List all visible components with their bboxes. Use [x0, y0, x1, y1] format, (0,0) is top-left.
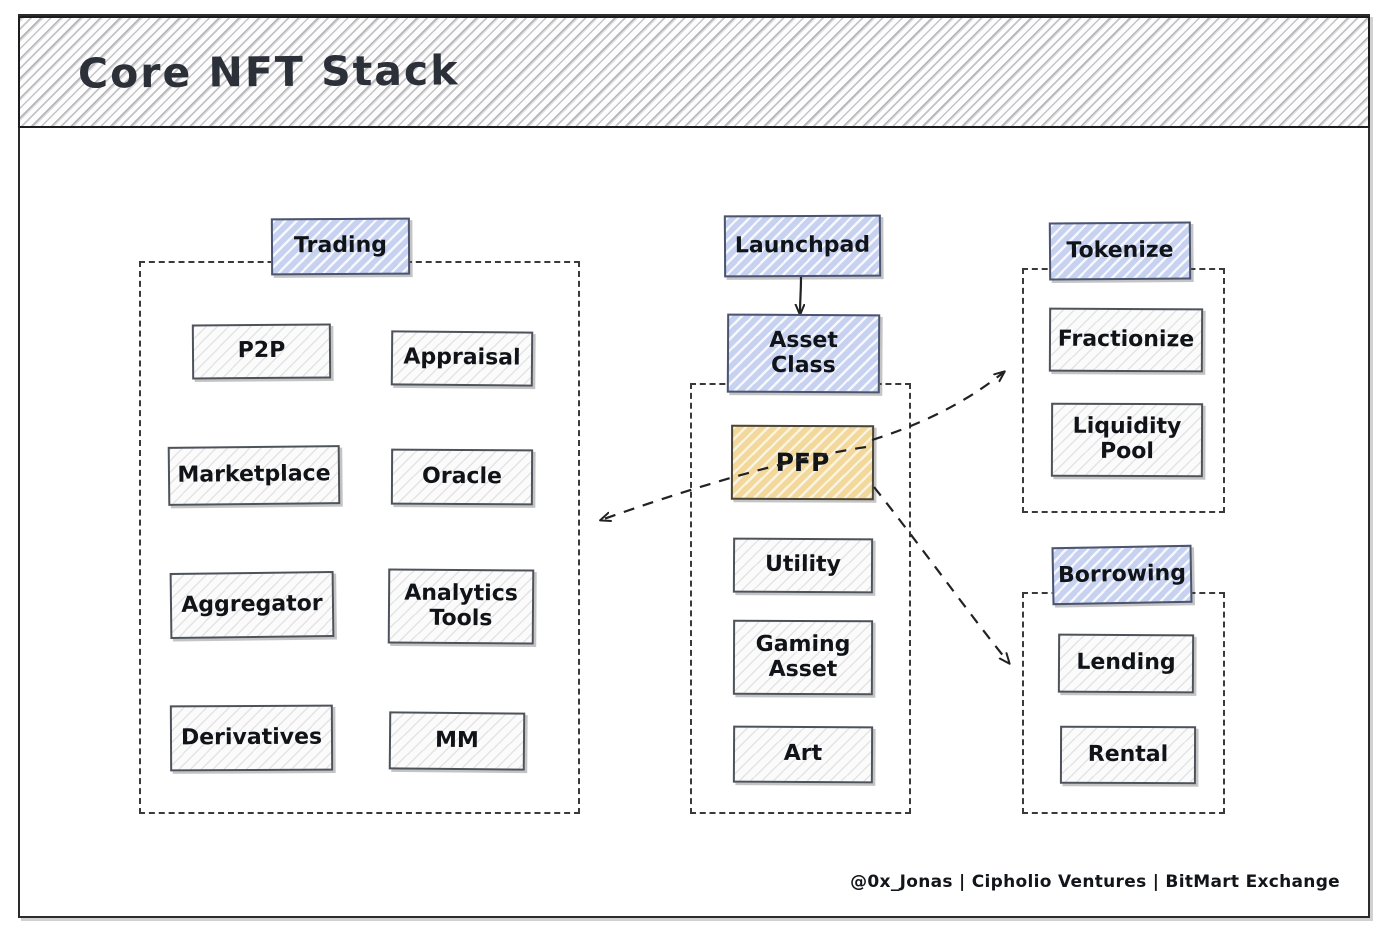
node-marketplace[interactable]: Marketplace — [167, 445, 341, 506]
node-utility-label: Utility — [765, 551, 842, 578]
node-analytics-tools[interactable]: Analytics Tools — [387, 568, 535, 645]
group-header-trading-label: Trading — [293, 232, 388, 259]
node-aggregator[interactable]: Aggregator — [169, 571, 335, 639]
group-header-borrowing-label: Borrowing — [1057, 560, 1187, 588]
group-header-trading[interactable]: Trading — [270, 217, 411, 276]
node-derivatives[interactable]: Derivatives — [169, 704, 334, 772]
node-appraisal[interactable]: Appraisal — [390, 330, 534, 387]
node-gaming-asset[interactable]: Gaming Asset — [732, 619, 874, 696]
node-lending[interactable]: Lending — [1057, 633, 1195, 694]
node-lending-label: Lending — [1076, 649, 1176, 676]
node-p2p-label: P2P — [237, 338, 286, 364]
node-liquidity-pool[interactable]: Liquidity Pool — [1050, 402, 1204, 478]
node-utility[interactable]: Utility — [732, 537, 874, 594]
node-liquidity-pool-label: Liquidity Pool — [1072, 414, 1182, 465]
node-marketplace-label: Marketplace — [177, 461, 331, 488]
group-header-tokenize[interactable]: Tokenize — [1048, 221, 1192, 281]
node-art[interactable]: Art — [732, 725, 874, 784]
node-derivatives-label: Derivatives — [180, 724, 323, 751]
node-pfp-label: PFP — [775, 447, 830, 477]
group-header-borrowing[interactable]: Borrowing — [1051, 544, 1193, 606]
node-pfp[interactable]: PFP — [730, 424, 875, 501]
node-mm[interactable]: MM — [388, 711, 526, 771]
node-rental[interactable]: Rental — [1059, 725, 1197, 785]
group-header-asset-class-label: Asset Class — [769, 327, 838, 378]
node-oracle-label: Oracle — [421, 463, 503, 489]
node-art-label: Art — [783, 741, 823, 767]
node-p2p[interactable]: P2P — [191, 323, 332, 380]
node-appraisal-label: Appraisal — [403, 344, 521, 371]
credit-text: @0x_Jonas | Cipholio Ventures | BitMart … — [850, 872, 1340, 892]
node-launchpad-label: Launchpad — [734, 232, 871, 259]
node-gaming-asset-label: Gaming Asset — [755, 631, 851, 682]
node-launchpad[interactable]: Launchpad — [723, 214, 882, 278]
page-title: Core NFT Stack — [77, 46, 460, 98]
window-titlebar: Core NFT Stack — [18, 16, 1370, 128]
node-aggregator-label: Aggregator — [181, 590, 323, 618]
node-fractionize-label: Fractionize — [1057, 326, 1195, 353]
group-header-tokenize-label: Tokenize — [1066, 237, 1174, 264]
node-fractionize[interactable]: Fractionize — [1048, 307, 1204, 373]
node-mm-label: MM — [434, 727, 480, 753]
node-analytics-tools-label: Analytics Tools — [404, 580, 518, 631]
node-oracle[interactable]: Oracle — [390, 448, 534, 506]
group-header-asset-class[interactable]: Asset Class — [726, 313, 881, 394]
node-rental-label: Rental — [1087, 741, 1169, 767]
